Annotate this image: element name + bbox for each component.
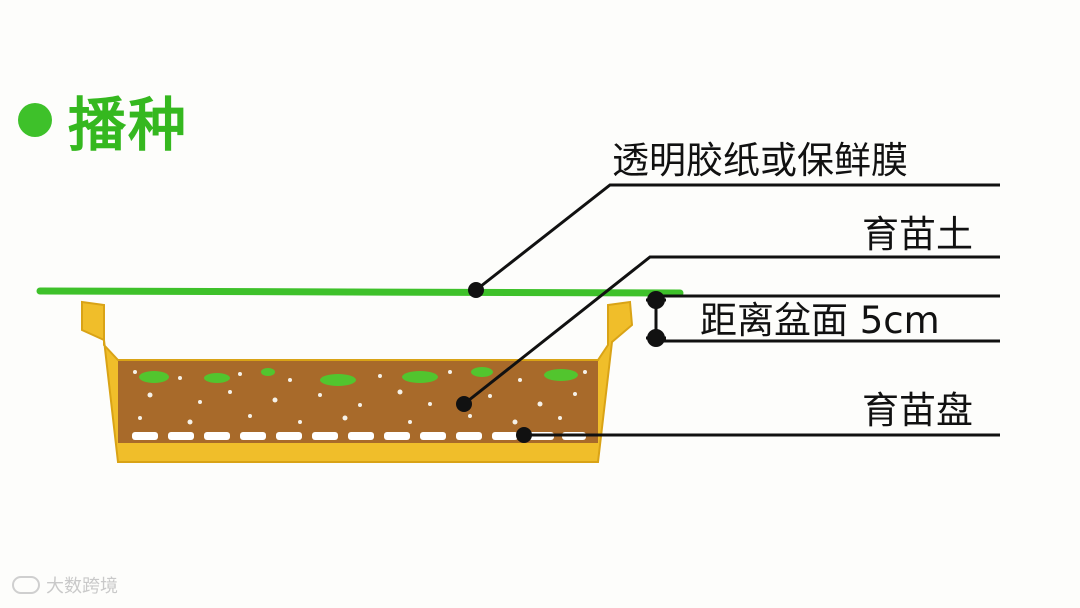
transparent-film	[40, 291, 680, 293]
label-soil: 育苗土	[862, 216, 973, 253]
watermark-logo-icon	[12, 576, 40, 594]
watermark: 大数跨境	[12, 572, 118, 598]
label-film: 透明胶纸或保鲜膜	[612, 142, 908, 179]
watermark-text: 大数跨境	[46, 572, 118, 598]
label-tray: 育苗盘	[862, 392, 973, 429]
label-distance: 距离盆面 5cm	[700, 302, 940, 339]
